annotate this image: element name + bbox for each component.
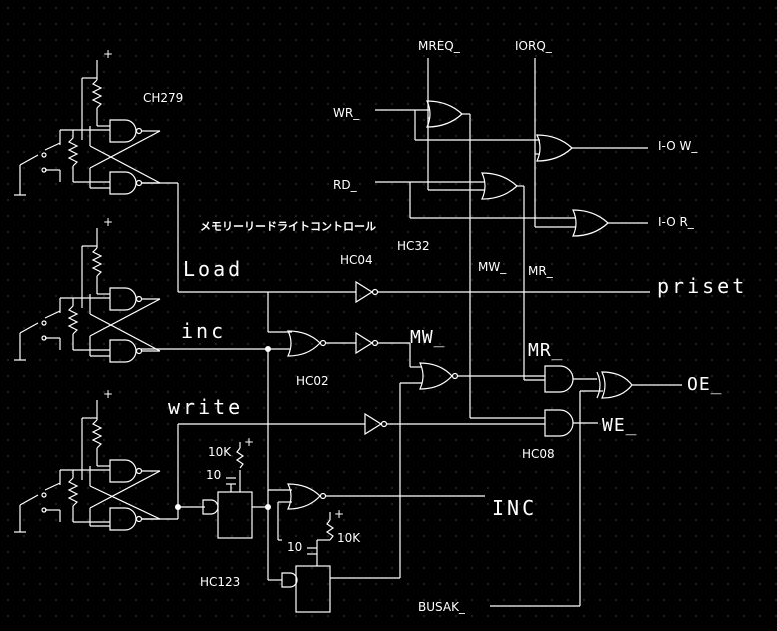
- chip-label-hc08: HC08: [522, 447, 555, 461]
- and-gate-we: [469, 275, 598, 437]
- plus-sign-3: +: [103, 387, 113, 401]
- chip-label-hc04: HC04: [340, 253, 373, 267]
- signal-label-wr: WR_: [333, 106, 360, 120]
- chip-label-hc32: HC32: [397, 239, 430, 253]
- nor-gate-mw: [399, 362, 545, 578]
- signal-label-mr-small: MR_: [528, 264, 554, 278]
- plus-sign-4: +: [244, 435, 254, 449]
- signal-label-we: WE_: [602, 415, 638, 436]
- iorq-line: [534, 58, 576, 228]
- plus-sign-1: +: [103, 47, 113, 61]
- debounce-block-1: +: [14, 47, 268, 293]
- signal-label-busak: BUSAK_: [418, 600, 466, 614]
- or-gate-ior: [409, 182, 648, 237]
- signal-label-priset: priset: [657, 274, 747, 298]
- signal-label-mw: MW_: [410, 327, 446, 348]
- or-gate-wr-mreq: [375, 100, 471, 275]
- signal-label-ior: I-O R_: [658, 215, 695, 229]
- signal-label-mreq: MREQ_: [418, 39, 461, 53]
- chip-label-hc123: HC123: [200, 575, 240, 589]
- nor-gate-inc: [277, 483, 485, 541]
- circuit-title-jp: メモリーリードライトコントロール: [200, 220, 376, 233]
- resistor-label-10k-a: 10K: [208, 445, 232, 459]
- signal-label-load: Load: [183, 257, 243, 281]
- inverter-hc04-write: [364, 412, 545, 436]
- chip-label-ch279: CH279: [143, 91, 183, 105]
- or-gate-iow: [414, 110, 648, 162]
- plus-sign-5: +: [334, 507, 344, 521]
- signal-label-iorq: IORQ_: [515, 39, 553, 53]
- capacitor-label-10-b: 10: [287, 540, 302, 554]
- signal-label-mr: MR_: [528, 340, 564, 361]
- nor-gate-hc02: [265, 292, 422, 368]
- signal-label-INC: INC: [492, 496, 537, 520]
- mreq-line: [427, 58, 485, 191]
- signal-label-write: write: [168, 395, 243, 419]
- signal-label-rd: RD_: [333, 178, 358, 192]
- oneshot-hc123-1: 10K 10 +: [200, 349, 292, 581]
- signal-label-mw-small: MW_: [478, 260, 507, 274]
- oneshot-hc123-2: 10K 10 +: [281, 507, 400, 613]
- inverter-hc04-priset: [268, 280, 650, 304]
- or-gate-rd-mreq: [375, 172, 525, 380]
- resistor-label-10k-b: 10K: [337, 531, 361, 545]
- debounce-block-3: +: [14, 387, 365, 533]
- and-gate-mr: [524, 365, 597, 393]
- capacitor-label-10-a: 10: [206, 468, 221, 482]
- chip-label-hc02: HC02: [296, 374, 329, 388]
- signal-label-oe: OE_: [687, 374, 723, 395]
- or-gate-oe: [490, 371, 682, 607]
- signal-label-iow: I-O W_: [658, 139, 698, 153]
- debounce-block-2: +: [14, 215, 268, 363]
- plus-sign-2: +: [103, 215, 113, 229]
- signal-label-inc: inc: [181, 319, 226, 343]
